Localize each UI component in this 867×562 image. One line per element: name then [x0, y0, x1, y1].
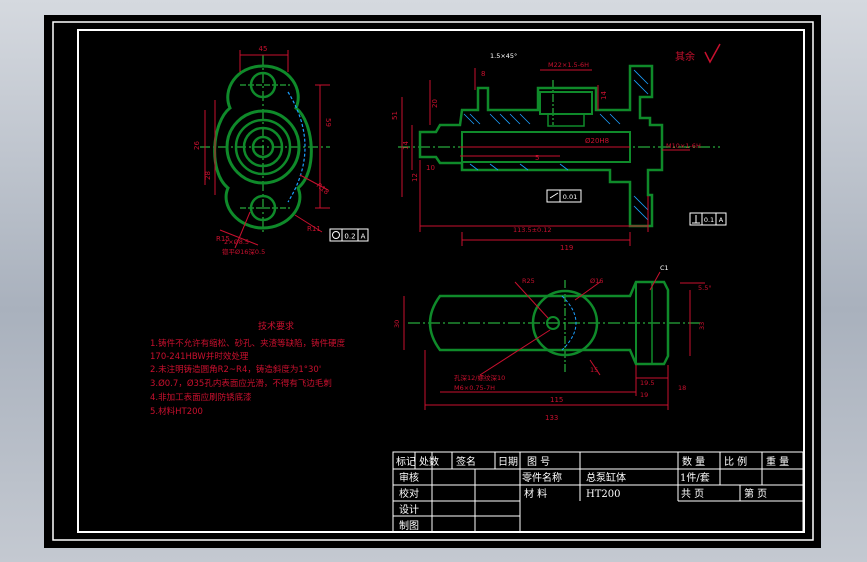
dim-51: 51: [391, 111, 399, 120]
dim-side-r: R25: [522, 277, 535, 285]
circularity-value: 0.2: [344, 233, 355, 241]
outer-frame: [52, 21, 814, 541]
dim-113: 113.5±0.12: [513, 226, 552, 234]
note-1: 1.铸件不允许有缩松、砂孔、夹渣等缺陷，铸件硬度: [150, 338, 346, 349]
tb-page: 第 页: [744, 487, 767, 500]
notes-title: 技术要求: [258, 320, 294, 332]
dim-r11: R11: [307, 225, 321, 233]
dim-r18: R18: [315, 181, 331, 196]
dim-thread-right: M10×1-6H: [666, 142, 701, 150]
note-1b: 170-241HBW并时效处理: [150, 351, 249, 362]
flange-front-view: 45 59 26 28 R18 R15 R11 2×Ø8.5 锪平Ø16深0.5…: [193, 45, 369, 256]
tb-weight-label: 重 量: [766, 455, 789, 468]
dim-side-15: 15: [590, 366, 598, 374]
dim-side-18: 18: [678, 384, 686, 392]
perpendicularity-value: 0.1: [704, 216, 714, 224]
tb-scale-label: 比 例: [724, 455, 747, 468]
dim-thread-top: M22×1.5-6H: [548, 61, 589, 69]
tb-drawing-no: 图 号: [527, 456, 550, 468]
tb-date: 日期: [498, 456, 518, 468]
dim-bore: Ø20H8: [585, 137, 609, 145]
top-view: R25 Ø16 30 33 15 孔深12/螺纹深10 M6×0.75-7H C…: [393, 264, 712, 422]
tb-mark: 标记: [396, 456, 416, 468]
tb-material-label: 材 料: [524, 487, 547, 500]
roughness-note: 其余: [675, 50, 695, 63]
dim-side-33: 33: [698, 322, 706, 330]
roughness-symbol: [704, 43, 721, 64]
dim-side-30: 30: [393, 320, 401, 328]
title-block: [392, 451, 804, 533]
dim-14: 14: [402, 141, 410, 150]
dim-26: 26: [193, 141, 201, 150]
dim-14-top: 14: [600, 91, 608, 100]
tb-part-name: 总泵缸体: [586, 471, 626, 484]
dim-5: 5: [535, 154, 539, 162]
dim-chamfer: 1.5×45°: [490, 52, 517, 60]
note-2: 2.未注明铸造圆角R2~R4，铸造斜度为1°30': [150, 364, 321, 375]
tb-check: 校对: [399, 487, 419, 500]
dim-side-c1: C1: [660, 264, 669, 272]
perpendicularity-datum: A: [719, 216, 724, 224]
tb-sign: 签名: [456, 455, 476, 468]
dim-side-hole: M6×0.75-7H: [454, 384, 495, 392]
dim-28: 28: [204, 171, 212, 180]
note-4: 4.非加工表面应刷防锈底漆: [150, 392, 252, 403]
dim-12: 12: [411, 173, 419, 182]
dim-119: 119: [560, 244, 573, 252]
tb-part-name-label: 零件名称: [522, 471, 562, 484]
dim-2-holes: 2×Ø8.5: [224, 238, 249, 246]
tb-total-pages: 共 页: [681, 488, 704, 500]
note-5: 5.材料HT200: [150, 406, 203, 417]
tb-count: 处数: [419, 455, 439, 468]
title-block-text: 标记 处数 签名 日期 图 号 数 量 比 例 重 量 审核 零件名称 总泵缸体…: [396, 455, 789, 532]
dim-spotface: 锪平Ø16深0.5: [222, 247, 265, 256]
tb-material: HT200: [586, 489, 620, 500]
tb-design: 设计: [399, 503, 419, 516]
tb-qty-label: 数 量: [682, 455, 705, 468]
dim-width-45: 45: [259, 45, 268, 53]
section-view: 1.5×45° M22×1.5-6H 8 20 14 51 14 12 10 Ø…: [391, 43, 727, 252]
dim-10: 10: [426, 164, 435, 172]
dim-side-19-5: 19.5: [640, 379, 654, 387]
note-3: 3.Ø0.7，Ø35孔内表面应光滑，不得有飞边毛刺: [150, 378, 332, 389]
dim-side-115: 115: [550, 396, 563, 404]
dim-side-19: 19: [640, 391, 648, 399]
tb-qty-value: 1件/套: [680, 471, 710, 484]
dim-8: 8: [481, 70, 485, 78]
dim-59: 59: [324, 118, 332, 127]
dim-20-top: 20: [431, 99, 439, 108]
dim-side-d16: Ø16: [590, 277, 603, 285]
tb-draft: 制图: [399, 519, 419, 532]
technical-notes: 技术要求 1.铸件不允许有缩松、砂孔、夹渣等缺陷，铸件硬度 170-241HBW…: [150, 320, 346, 417]
flatness-value: 0.01: [563, 193, 577, 201]
dim-side-133: 133: [545, 414, 558, 422]
circularity-datum: A: [361, 233, 366, 241]
tb-review: 审核: [399, 471, 419, 484]
dim-side-angle: 5.5°: [698, 284, 712, 292]
dim-r15: R15: [216, 235, 230, 243]
dim-side-hole-depth: 孔深12/螺纹深10: [454, 373, 505, 382]
